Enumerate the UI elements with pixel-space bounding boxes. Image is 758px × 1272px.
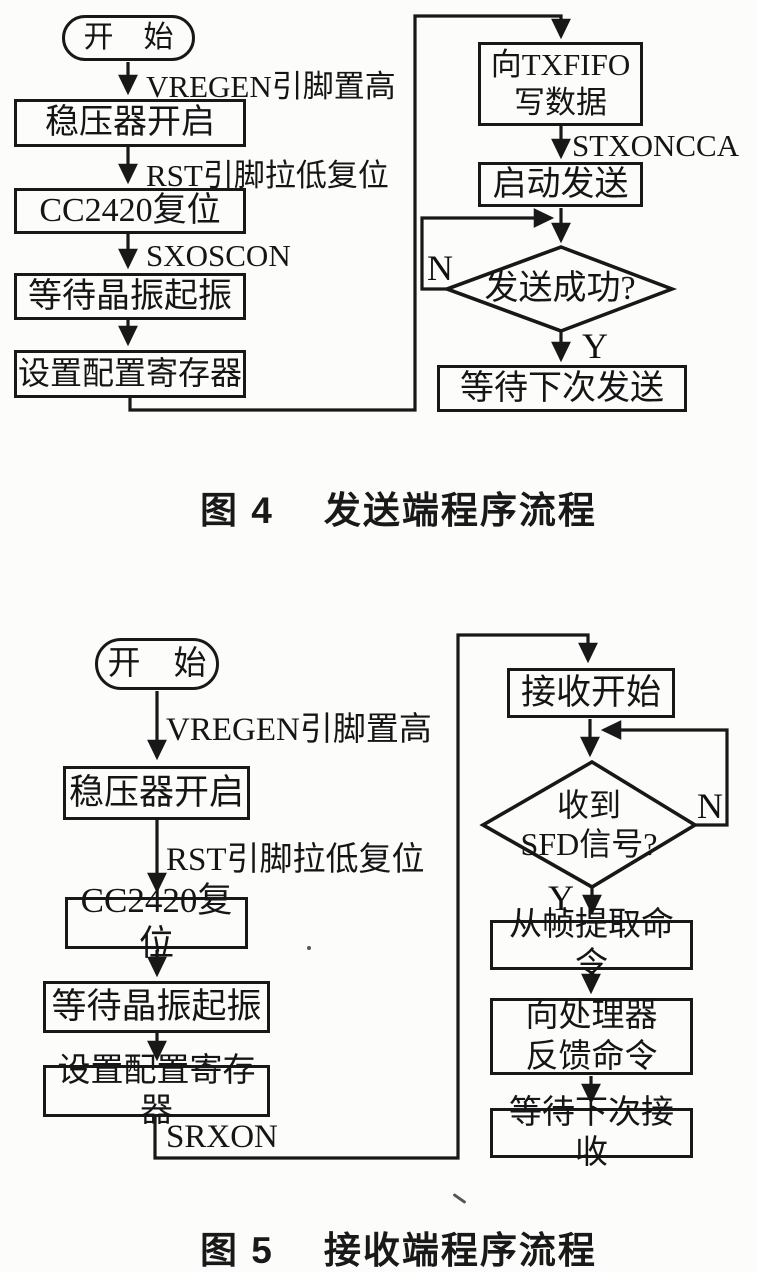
fig5-step-wait-next-receive: 等待下次接收 xyxy=(490,1095,693,1171)
scan-speck xyxy=(307,946,311,950)
fig4-edge-label-stxoncca: STXONCCA xyxy=(572,128,740,163)
fig5-caption: 图 5 接收端程序流程 xyxy=(200,1220,597,1272)
fig4-caption-title: 发送端程序流程 xyxy=(323,490,597,531)
fig4-decision-send-success: 发送成功? xyxy=(484,270,636,308)
fig4-start-label: 开 始 xyxy=(83,20,174,54)
fig5-step-extract-command: 从帧提取命令 xyxy=(490,907,693,983)
fig4-step-write-txfifo: 向TXFIFO 写数据 xyxy=(478,42,643,126)
fig5-branch-label-y: Y xyxy=(548,878,574,918)
fig5-branch-label-n: N xyxy=(697,786,723,826)
fig4-branch-label-n: N xyxy=(427,248,453,288)
fig4-start-terminal: 开 始 xyxy=(62,15,195,61)
fig5-decision-sfd-received: 收到 SFD信号? xyxy=(520,786,658,862)
fig5-caption-number: 图 5 xyxy=(200,1230,274,1271)
fig4-step-config-registers: 设置配置寄存器 xyxy=(14,350,246,398)
fig5-edge-label-srxon: SRXON xyxy=(166,1119,278,1155)
fig5-step-feedback-command: 向处理器 反馈命令 xyxy=(490,998,693,1075)
fig5-edge-label-rst: RST引脚拉低复位 xyxy=(166,842,425,878)
fig5-edge-label-vregen: VREGEN引脚置高 xyxy=(166,712,432,748)
fig4-edge-label-rst: RST引脚拉低复位 xyxy=(146,158,389,193)
fig5-step-config-registers: 设置配置寄存器 xyxy=(43,1053,270,1129)
fig5-start-label: 开 始 xyxy=(107,645,207,682)
fig4-caption: 图 4 发送端程序流程 xyxy=(200,480,597,534)
fig5-step-cc2420-reset: CC2420复位 xyxy=(65,881,248,963)
fig4-step-cc2420-reset: CC2420复位 xyxy=(14,188,246,234)
fig5-start-terminal: 开 始 xyxy=(95,638,219,690)
fig4-step-regulator-on: 稳压器开启 xyxy=(14,99,246,147)
fig5-step-receive-start: 接收开始 xyxy=(507,668,675,718)
fig4-edge-label-vregen: VREGEN引脚置高 xyxy=(146,69,396,104)
fig4-edge-label-sxoscon: SXOSCON xyxy=(146,238,291,273)
fig5-caption-title: 接收端程序流程 xyxy=(323,1230,597,1271)
fig4-step-wait-next-send: 等待下次发送 xyxy=(437,365,687,412)
fig5-step-regulator-on: 稳压器开启 xyxy=(63,766,250,820)
fig4-branch-label-y: Y xyxy=(582,326,608,366)
fig4-step-wait-oscillator: 等待晶振起振 xyxy=(14,273,246,320)
fig4-step-start-transmit: 启动发送 xyxy=(478,162,643,207)
fig4-caption-number: 图 4 xyxy=(200,490,274,531)
fig5-step-wait-oscillator: 等待晶振起振 xyxy=(43,981,270,1033)
